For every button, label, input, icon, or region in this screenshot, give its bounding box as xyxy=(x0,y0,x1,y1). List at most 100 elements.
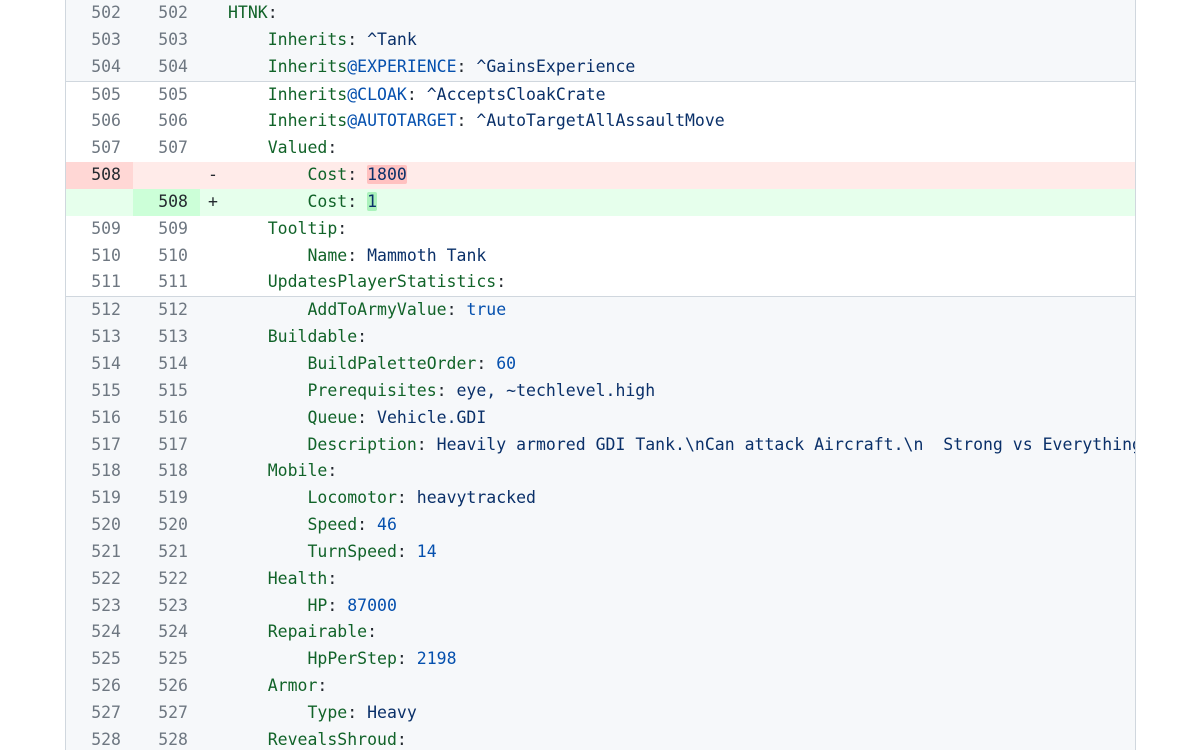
diff-line: 524 524 Repairable: xyxy=(66,619,1135,646)
new-line-number[interactable]: 521 xyxy=(158,541,188,561)
new-line-number[interactable]: 528 xyxy=(158,729,188,749)
old-line-number[interactable]: 515 xyxy=(91,380,121,400)
diff-line: 521 521 TurnSpeed: 14 xyxy=(66,539,1135,566)
old-line-number[interactable]: 505 xyxy=(91,84,121,104)
new-line-number[interactable]: 506 xyxy=(158,111,188,131)
new-line-number[interactable]: 508 xyxy=(133,188,200,216)
code-content: Inherits@CLOAK: ^AcceptsCloakCrate xyxy=(228,82,1135,109)
old-line-number[interactable]: 509 xyxy=(91,218,121,238)
old-line-number[interactable]: 507 xyxy=(91,138,121,158)
new-line-number[interactable]: 507 xyxy=(158,138,188,158)
old-line-number[interactable]: 510 xyxy=(91,245,121,265)
new-line-number[interactable]: 510 xyxy=(158,245,188,265)
indent xyxy=(228,515,307,534)
new-line-number[interactable]: 519 xyxy=(158,488,188,508)
old-line-number[interactable]: 503 xyxy=(91,29,121,49)
code-content: Speed: 46 xyxy=(228,512,1135,539)
old-line-number[interactable]: 511 xyxy=(91,272,121,292)
new-line-number[interactable]: 518 xyxy=(158,461,188,481)
old-line-number[interactable]: 504 xyxy=(91,56,121,76)
new-line-number[interactable]: 516 xyxy=(158,407,188,427)
new-line-number[interactable]: 504 xyxy=(158,56,188,76)
old-line-number[interactable]: 519 xyxy=(91,488,121,508)
yaml-value: ^AutoTargetAllAssaultMove xyxy=(476,111,725,131)
yaml-separator: : xyxy=(436,380,457,400)
code-content: TurnSpeed: 14 xyxy=(228,539,1135,566)
old-line-number[interactable]: 512 xyxy=(91,300,121,320)
new-line-number[interactable]: 513 xyxy=(158,327,188,347)
yaml-key-suffix: @EXPERIENCE xyxy=(347,56,457,76)
old-line-number[interactable]: 524 xyxy=(91,622,121,642)
yaml-key-suffix: @CLOAK xyxy=(347,84,407,104)
old-line-number[interactable]: 521 xyxy=(91,541,121,561)
old-line-number[interactable]: 506 xyxy=(91,111,121,131)
new-line-number[interactable]: 509 xyxy=(158,218,188,238)
new-line-number[interactable]: 524 xyxy=(158,622,188,642)
diff-hunk: 505 505 Inherits@CLOAK: ^AcceptsCloakCrat… xyxy=(66,80,1135,298)
indent xyxy=(228,488,307,507)
new-line-number[interactable]: 517 xyxy=(158,434,188,454)
new-line-number[interactable]: 526 xyxy=(158,676,188,696)
yaml-value: heavytracked xyxy=(416,488,536,508)
code-content: Inherits: ^Tank xyxy=(228,27,1135,54)
yaml-key: Mobile xyxy=(267,461,328,481)
new-line-number[interactable]: 512 xyxy=(158,300,188,320)
indent xyxy=(228,219,268,238)
old-line-number[interactable]: 518 xyxy=(91,461,121,481)
code-content: RevealsShroud: xyxy=(228,727,1135,750)
new-line-number[interactable]: 505 xyxy=(158,84,188,104)
old-line-number[interactable]: 528 xyxy=(91,729,121,749)
new-line-number[interactable]: 511 xyxy=(158,272,188,292)
indent xyxy=(228,57,268,76)
yaml-value: 1 xyxy=(367,191,378,211)
yaml-key: BuildPaletteOrder xyxy=(307,353,477,373)
yaml-value: 1800 xyxy=(367,165,407,185)
yaml-key: HpPerStep xyxy=(307,649,397,669)
old-line-number[interactable]: 514 xyxy=(91,353,121,373)
old-line-number[interactable]: 520 xyxy=(91,515,121,535)
deleted-line: 508- Cost: 1800 xyxy=(66,162,1135,189)
new-line-number[interactable]: 523 xyxy=(158,595,188,615)
old-line-number[interactable]: 513 xyxy=(91,327,121,347)
new-line-number[interactable]: 522 xyxy=(158,568,188,588)
code-content: UpdatesPlayerStatistics: xyxy=(228,269,1135,296)
old-line-number[interactable]: 526 xyxy=(91,676,121,696)
code-content: Description: Heavily armored GDI Tank.\n… xyxy=(228,432,1135,459)
code-content: Armor: xyxy=(228,673,1135,700)
new-line-number[interactable]: 527 xyxy=(158,702,188,722)
indent xyxy=(228,354,307,373)
code-content: Cost: 1 xyxy=(228,189,1135,216)
old-line-number[interactable]: 502 xyxy=(91,3,121,22)
yaml-key: Cost xyxy=(307,165,348,185)
yaml-value: ^GainsExperience xyxy=(476,56,636,76)
new-line-number[interactable]: 502 xyxy=(158,3,188,22)
old-line-number[interactable]: 523 xyxy=(91,595,121,615)
old-line-number[interactable]: 517 xyxy=(91,434,121,454)
new-line-number[interactable]: 515 xyxy=(158,380,188,400)
code-content: Repairable: xyxy=(228,619,1135,646)
old-line-number[interactable]: 522 xyxy=(91,568,121,588)
old-line-number[interactable]: 516 xyxy=(91,407,121,427)
code-content: Prerequisites: eye, ~techlevel.high xyxy=(228,378,1135,405)
yaml-value: 46 xyxy=(377,515,397,535)
yaml-separator: : xyxy=(357,327,368,347)
added-line: 508+ Cost: 1 xyxy=(66,188,1135,216)
code-content: HP: 87000 xyxy=(228,593,1135,620)
old-line-number[interactable]: 525 xyxy=(91,649,121,669)
yaml-key: Inherits xyxy=(267,111,348,131)
old-line-number[interactable]: 508 xyxy=(66,162,133,189)
new-line-number[interactable]: 520 xyxy=(158,515,188,535)
yaml-separator: : xyxy=(337,218,348,238)
new-line-number[interactable]: 514 xyxy=(158,353,188,373)
new-line-number[interactable]: 503 xyxy=(158,29,188,49)
yaml-separator: : xyxy=(347,191,368,211)
yaml-key: Valued xyxy=(267,138,328,158)
old-line-number[interactable]: 527 xyxy=(91,702,121,722)
new-line-number[interactable]: 525 xyxy=(158,649,188,669)
diff-line: 528 528 RevealsShroud: xyxy=(66,727,1135,750)
code-content: Health: xyxy=(228,566,1135,593)
yaml-separator: : xyxy=(357,407,378,427)
